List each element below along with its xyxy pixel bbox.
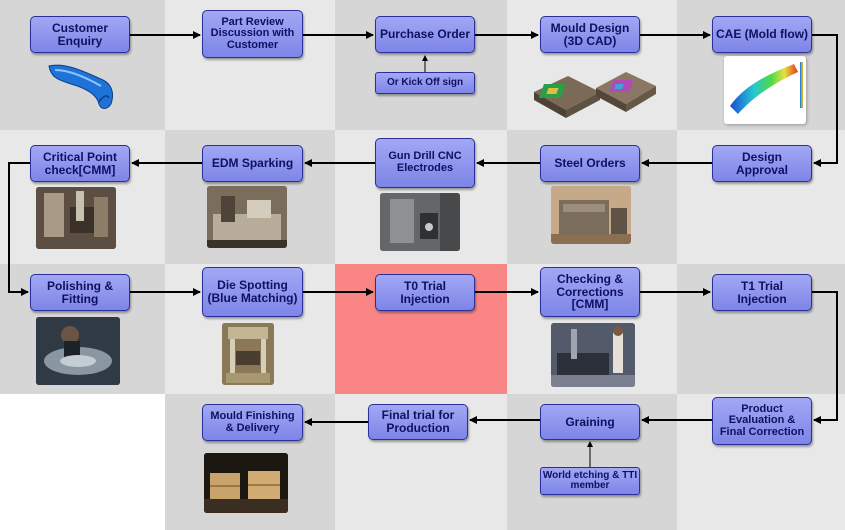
- step-label: Customer Enquiry: [51, 20, 108, 48]
- gun-drill-photo: [380, 193, 460, 251]
- step-label: T1 Trial Injection: [737, 278, 787, 306]
- step-label: Product Evaluation & Final Correction: [719, 402, 805, 438]
- edm-sparking-photo: [207, 186, 287, 248]
- step-label: Polishing & Fitting: [47, 278, 113, 306]
- cad-mould-image: [530, 62, 660, 124]
- step-product-evaluation: Product Evaluation & Final Correction: [712, 397, 812, 445]
- step-label: Checking & Corrections [CMM]: [556, 272, 624, 312]
- note-kick-off: Or Kick Off sign: [375, 72, 475, 94]
- die-spotting-press-photo: [222, 323, 274, 385]
- step-mould-design: Mould Design (3D CAD): [540, 16, 640, 53]
- step-checking-corrections: Checking & Corrections [CMM]: [540, 267, 640, 317]
- note-world-etching: World etching & TTI member: [540, 467, 640, 495]
- step-steel-orders: Steel Orders: [540, 145, 640, 182]
- moldflow-image: [724, 56, 806, 124]
- cmm-machine-photo: [551, 323, 635, 387]
- step-t0-trial: T0 Trial Injection: [375, 274, 475, 311]
- cmm-check-photo: [36, 187, 116, 249]
- step-label: Critical Point check[CMM]: [42, 149, 117, 177]
- step-label: Graining: [565, 414, 615, 429]
- step-purchase-order: Purchase Order: [375, 16, 475, 53]
- note-label: World etching & TTI member: [542, 469, 638, 491]
- step-label: CAE (Mold flow): [716, 27, 808, 42]
- step-label: Design Approval: [735, 149, 788, 177]
- step-label: T0 Trial Injection: [400, 278, 450, 306]
- step-label: Part Review Discussion with Customer: [210, 15, 295, 51]
- step-critical-point: Critical Point check[CMM]: [30, 145, 130, 182]
- step-edm-sparking: EDM Sparking: [202, 145, 303, 182]
- step-t1-trial: T1 Trial Injection: [712, 274, 812, 311]
- note-label: Or Kick Off sign: [386, 76, 464, 88]
- steel-blocks-photo: [551, 186, 631, 244]
- step-die-spotting: Die Spotting (Blue Matching): [202, 267, 303, 317]
- step-polishing: Polishing & Fitting: [30, 274, 130, 311]
- step-label: Steel Orders: [554, 156, 626, 171]
- step-part-review: Part Review Discussion with Customer: [202, 10, 303, 58]
- step-label: Gun Drill CNC Electrodes: [388, 150, 462, 174]
- step-label: EDM Sparking: [211, 156, 294, 171]
- step-customer-enquiry: Customer Enquiry: [30, 16, 130, 53]
- step-label: Final trial for Production: [381, 408, 455, 435]
- step-label: Purchase Order: [379, 27, 471, 42]
- step-gun-drill: Gun Drill CNC Electrodes: [375, 138, 475, 188]
- step-design-approval: Design Approval: [712, 145, 812, 182]
- polishing-photo: [36, 317, 120, 385]
- bumper-part-image: [45, 58, 117, 116]
- step-cae: CAE (Mold flow): [712, 16, 812, 53]
- step-label: Mould Design (3D CAD): [550, 20, 630, 48]
- step-label: Die Spotting (Blue Matching): [207, 278, 298, 305]
- delivery-crates-photo: [204, 453, 288, 513]
- step-label: Mould Finishing & Delivery: [210, 409, 295, 434]
- step-mould-finishing: Mould Finishing & Delivery: [202, 404, 303, 441]
- step-final-trial: Final trial for Production: [368, 404, 468, 440]
- step-graining: Graining: [540, 404, 640, 440]
